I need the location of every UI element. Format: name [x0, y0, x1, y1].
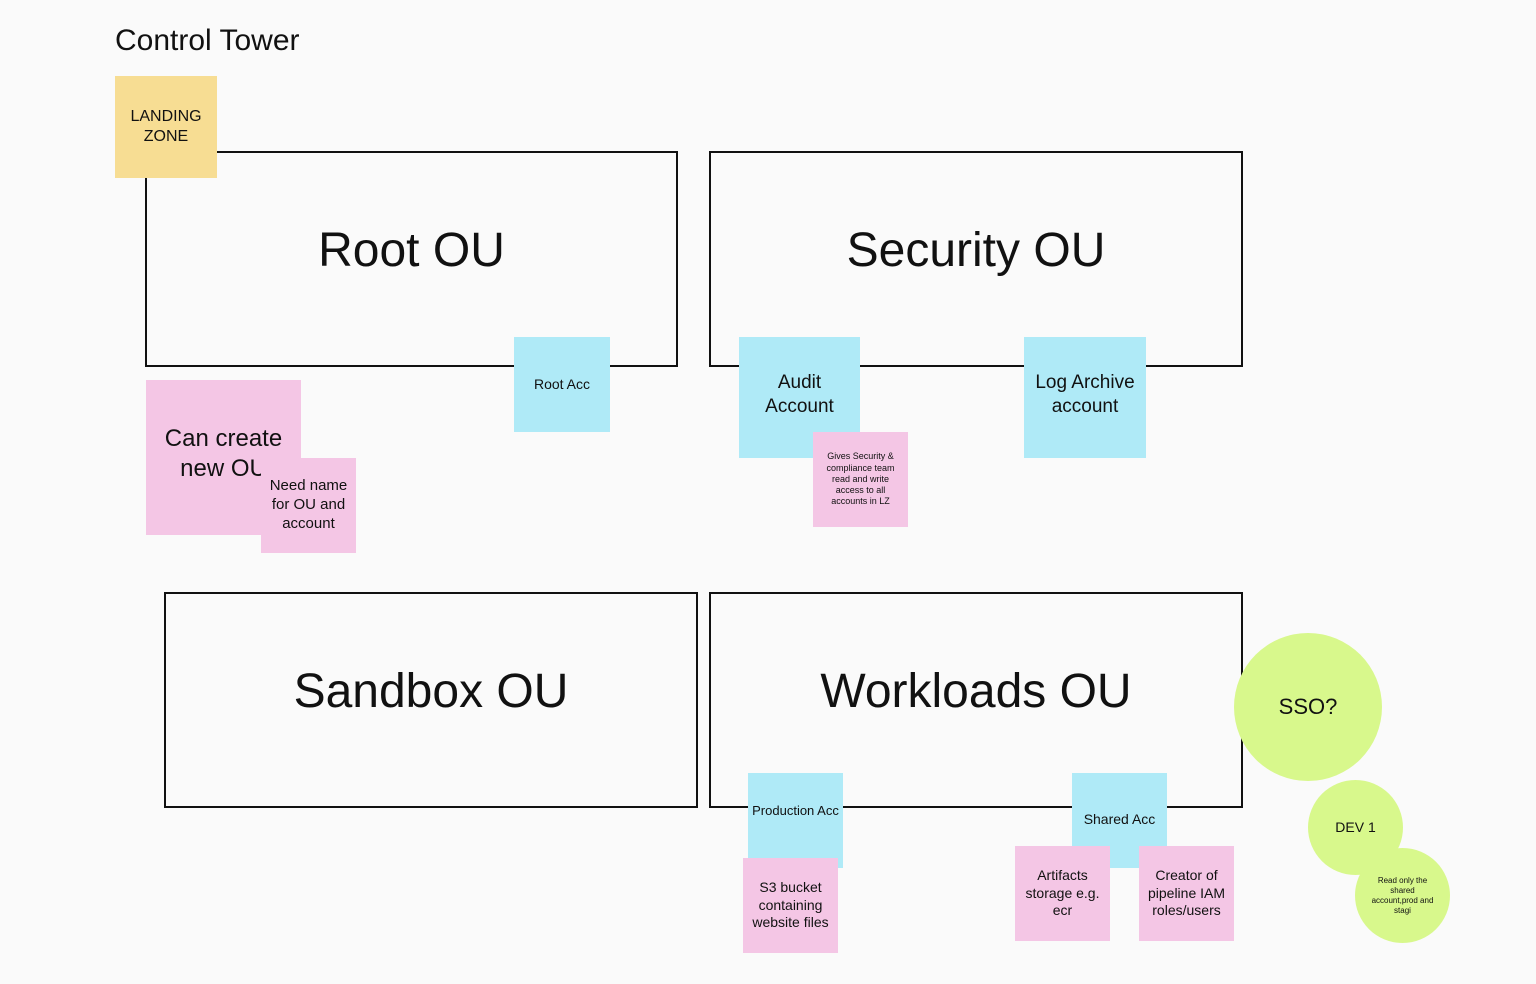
can-create-ou-label: Can create new OU [164, 425, 283, 482]
workloads-ou-box[interactable]: Workloads OU [709, 592, 1243, 808]
sandbox-ou-box[interactable]: Sandbox OU [164, 592, 698, 808]
security-ou-label: Security OU [846, 223, 1106, 277]
gives-security-sticky[interactable]: Gives Security & compliance team read an… [813, 432, 908, 527]
sso-circle[interactable]: SSO? [1234, 633, 1382, 781]
s3-bucket-sticky[interactable]: S3 bucket containing website files [743, 858, 838, 953]
log-archive-sticky[interactable]: Log Archive account [1024, 337, 1146, 458]
read-only-circle[interactable]: Read only the shared account,prod and st… [1355, 848, 1450, 943]
workloads-ou-label: Workloads OU [820, 664, 1132, 718]
need-name-sticky[interactable]: Need name for OU and account [261, 458, 356, 553]
board-title: Control Tower [115, 24, 300, 57]
creator-pipeline-sticky[interactable]: Creator of pipeline IAM roles/users [1139, 846, 1234, 941]
security-ou-box[interactable]: Security OU [709, 151, 1243, 367]
root-ou-label: Root OU [318, 223, 505, 277]
landing-zone-sticky[interactable]: LANDING ZONE [115, 76, 217, 178]
audit-account-sticky[interactable]: Audit Account [739, 337, 860, 458]
sandbox-ou-label: Sandbox OU [293, 664, 569, 718]
production-acc-sticky[interactable]: Production Acc [748, 773, 843, 868]
root-ou-box[interactable]: Root OU [145, 151, 678, 367]
root-acc-sticky[interactable]: Root Acc [514, 337, 610, 432]
artifacts-storage-sticky[interactable]: Artifacts storage e.g. ecr [1015, 846, 1110, 941]
